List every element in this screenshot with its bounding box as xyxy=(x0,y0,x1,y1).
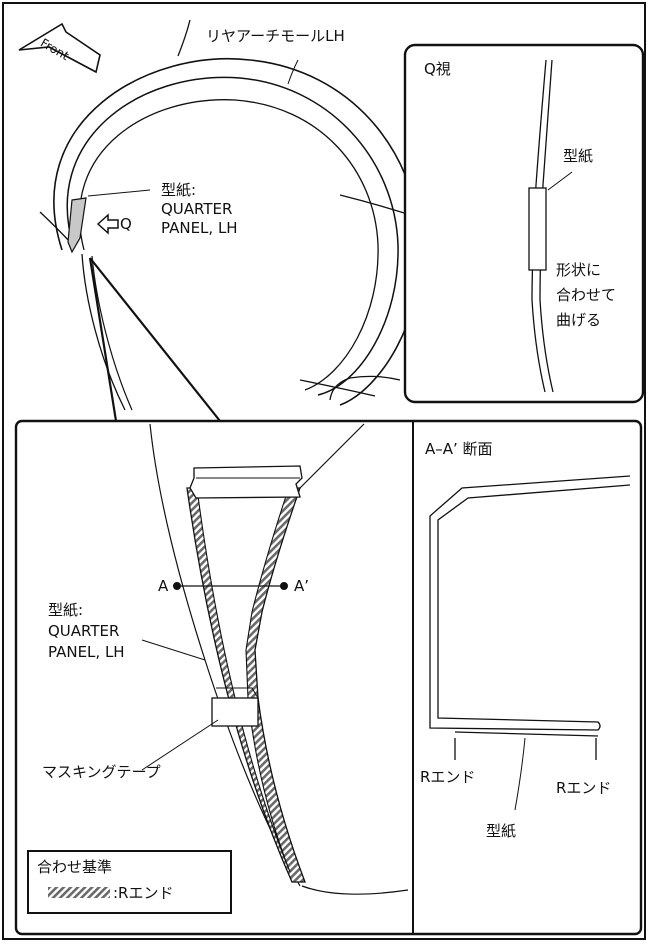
callout-lines xyxy=(88,257,221,422)
section-template-label: 型紙 xyxy=(486,822,517,840)
q-view-box xyxy=(403,43,645,404)
view-marker-q: Q xyxy=(120,215,132,233)
section-profile xyxy=(429,475,631,811)
overview-template-line-3: PANEL, LH xyxy=(161,219,238,237)
detail-template-line-3: PANEL, LH xyxy=(48,643,125,661)
r-end-right-label: Rエンド xyxy=(556,779,612,797)
template-detail xyxy=(141,423,409,895)
overview-template-line-1: 型紙: xyxy=(161,181,197,199)
overview-template-label: 型紙: QUARTER PANEL, LH xyxy=(161,181,238,238)
legend-title: 合わせ基準 xyxy=(37,858,113,876)
template-piece xyxy=(67,197,87,254)
overview-template-line-2: QUARTER xyxy=(161,200,233,218)
r-end-left-label: Rエンド xyxy=(420,768,476,786)
detail-template-line-1: 型紙: xyxy=(48,601,84,619)
bend-note-line-3: 曲げる xyxy=(556,311,602,329)
legend-box: 合わせ基準 :Rエンド xyxy=(27,850,232,914)
r-end-hatch-swatch xyxy=(48,887,110,898)
masking-tape-label: マスキングテープ xyxy=(42,763,161,781)
bend-note: 形状に 合わせて 曲げる xyxy=(556,258,616,333)
section-mark-right: A’ xyxy=(294,577,310,595)
q-view-template-label: 型紙 xyxy=(563,147,594,165)
detail-view-box xyxy=(14,419,643,936)
section-mark-left: A xyxy=(158,577,169,595)
detail-template-label: 型紙: QUARTER PANEL, LH xyxy=(48,600,125,663)
q-view-profile xyxy=(528,59,573,393)
detail-template-line-2: QUARTER xyxy=(48,622,120,640)
section-title: A–A’ 断面 xyxy=(425,440,493,458)
q-view-title: Q視 xyxy=(424,60,451,78)
arch-mould-label: リヤアーチモールLH xyxy=(206,27,345,45)
legend-item-label: :Rエンド xyxy=(113,884,174,902)
front-arrow-icon xyxy=(18,22,101,74)
bend-note-line-1: 形状に xyxy=(556,261,602,279)
view-arrow-icon xyxy=(96,213,119,235)
bend-note-line-2: 合わせて xyxy=(556,286,617,304)
